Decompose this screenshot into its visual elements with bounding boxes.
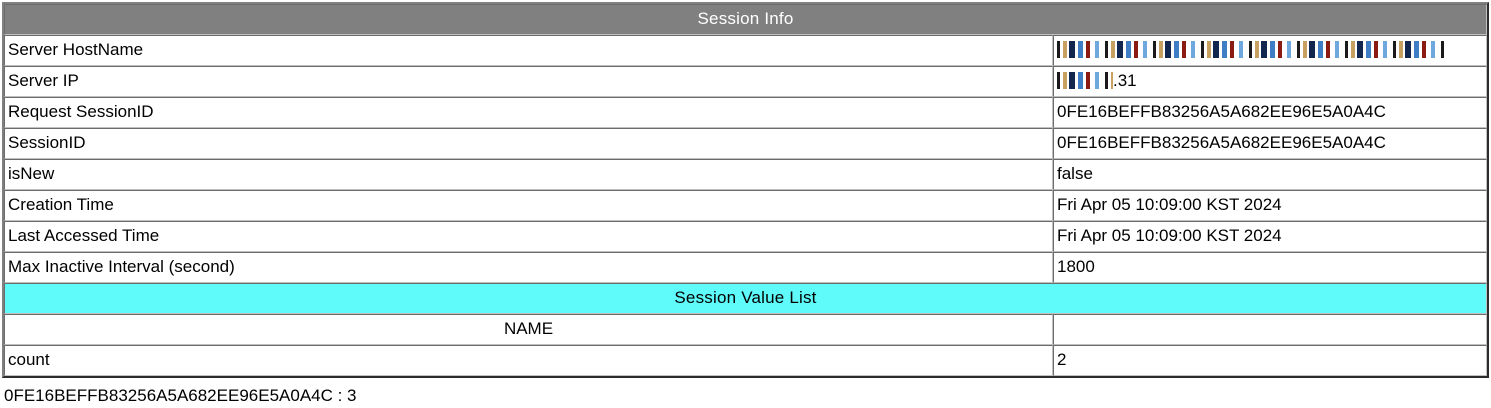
- row-label-server-ip: Server IP: [4, 66, 1053, 97]
- footer-session-count: 0FE16BEFFB83256A5A682EE96E5A0A4C : 3: [4, 386, 357, 405]
- row-value-server-ip: .31: [1053, 66, 1487, 97]
- table-row: Creation Time Fri Apr 05 10:09:00 KST 20…: [4, 190, 1487, 221]
- row-value-isnew: false: [1053, 159, 1487, 190]
- session-value-list-header-row: NAME: [4, 314, 1487, 345]
- session-value-list-banner-row: Session Value List: [4, 283, 1487, 314]
- row-value-sessionid: 0FE16BEFFB83256A5A682EE96E5A0A4C: [1053, 128, 1487, 159]
- session-info-banner: Session Info: [4, 4, 1487, 35]
- column-header-value: [1053, 314, 1487, 345]
- row-label-server-hostname: Server HostName: [4, 35, 1053, 66]
- table-row: Request SessionID 0FE16BEFFB83256A5A682E…: [4, 97, 1487, 128]
- table-row: Server HostName: [4, 35, 1487, 66]
- row-label-creation-time: Creation Time: [4, 190, 1053, 221]
- session-value-name-count: count: [4, 345, 1053, 376]
- session-info-table: Session Info Server HostName Server IP .…: [2, 2, 1489, 378]
- session-value-value-count: 2: [1053, 345, 1487, 376]
- redacted-ip-icon: [1057, 72, 1113, 89]
- row-label-request-sessionid: Request SessionID: [4, 97, 1053, 128]
- table-row: isNew false: [4, 159, 1487, 190]
- table-row: Max Inactive Interval (second) 1800: [4, 252, 1487, 283]
- session-value-list-banner: Session Value List: [4, 283, 1487, 314]
- session-info-banner-row: Session Info: [4, 4, 1487, 35]
- row-label-max-inactive-interval: Max Inactive Interval (second): [4, 252, 1053, 283]
- row-label-last-accessed-time: Last Accessed Time: [4, 221, 1053, 252]
- redacted-hostname-icon: [1057, 41, 1447, 58]
- row-label-sessionid: SessionID: [4, 128, 1053, 159]
- column-header-name: NAME: [4, 314, 1053, 345]
- server-ip-value: .31: [1057, 71, 1137, 91]
- row-label-isnew: isNew: [4, 159, 1053, 190]
- session-table-body: Session Info Server HostName Server IP .…: [4, 4, 1487, 376]
- row-value-server-hostname: [1053, 35, 1487, 66]
- row-value-max-inactive-interval: 1800: [1053, 252, 1487, 283]
- table-row: Server IP .31: [4, 66, 1487, 97]
- row-value-last-accessed-time: Fri Apr 05 10:09:00 KST 2024: [1053, 221, 1487, 252]
- row-value-request-sessionid: 0FE16BEFFB83256A5A682EE96E5A0A4C: [1053, 97, 1487, 128]
- list-item: count 2: [4, 345, 1487, 376]
- table-row: SessionID 0FE16BEFFB83256A5A682EE96E5A0A…: [4, 128, 1487, 159]
- table-row: Last Accessed Time Fri Apr 05 10:09:00 K…: [4, 221, 1487, 252]
- row-value-creation-time: Fri Apr 05 10:09:00 KST 2024: [1053, 190, 1487, 221]
- server-ip-suffix: .31: [1113, 71, 1137, 90]
